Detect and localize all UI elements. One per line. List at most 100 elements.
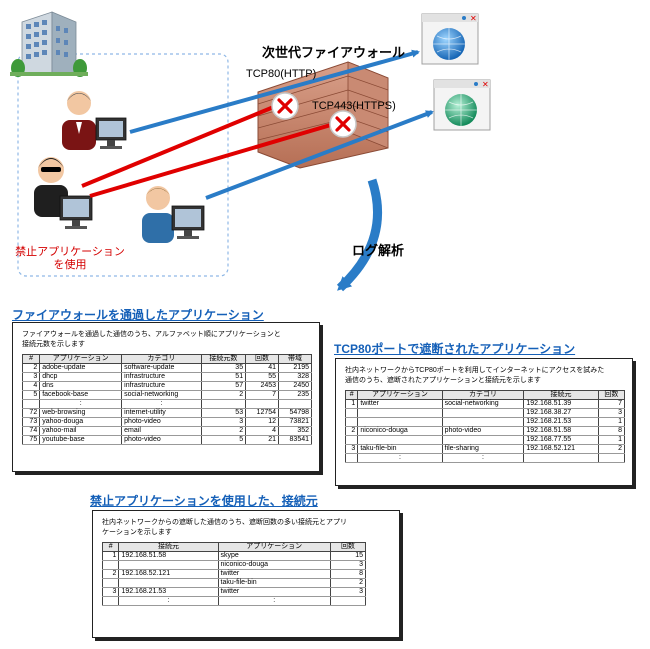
table-cell: 3	[200, 417, 247, 427]
table-cell: 7	[245, 390, 280, 400]
table-cell	[329, 596, 367, 606]
table-cell: yahoo-mail	[39, 426, 123, 436]
table-cell: 8	[597, 426, 626, 436]
prohibited-app-label-line1: 禁止アプリケーション	[15, 246, 125, 258]
table-cell	[523, 453, 599, 463]
table-cell: 35	[200, 363, 247, 373]
table-cell: 192.168.51.58	[523, 426, 599, 436]
column-header: アプリケーション	[39, 354, 123, 364]
table-cell	[278, 399, 312, 409]
table-cell: :	[217, 596, 331, 606]
table-cell: dhcp	[39, 372, 123, 382]
column-header: 回数	[329, 542, 367, 552]
table-cell: photo-video	[121, 435, 202, 445]
table-cell: 2453	[245, 381, 280, 391]
table-cell: 3	[344, 444, 359, 454]
blocked-traffic-arrow	[89, 122, 335, 198]
ngfw-label: 次世代ファイアウォール	[262, 45, 406, 60]
passed-apps-description: ファイアウォールを通過した通信のうち、アルファベット順にアプリケーションと 接続…	[13, 323, 319, 354]
table-cell: 21	[245, 435, 280, 445]
table-cell: 3	[329, 587, 367, 597]
table-cell	[344, 453, 359, 463]
column-header: #	[21, 354, 41, 364]
column-header: アプリケーション	[357, 390, 443, 400]
table-cell: software-update	[121, 363, 202, 373]
table-cell: 8	[329, 569, 367, 579]
passed-desc-line1: ファイアウォールを通過した通信のうち、アルファベット順にアプリケーションと	[22, 331, 281, 338]
computer-icon	[59, 195, 93, 229]
table-cell	[441, 435, 525, 445]
table-cell: 57	[200, 381, 247, 391]
table-cell: yahoo-douga	[39, 417, 123, 427]
user-icon	[34, 157, 68, 217]
table-cell: 74	[21, 426, 41, 436]
table-cell: skype	[217, 551, 331, 561]
table-cell: 192.168.51.39	[523, 399, 599, 409]
table-cell: 192.168.52.121	[118, 569, 219, 579]
office-network-boundary	[17, 53, 229, 277]
table-cell: 12754	[245, 408, 280, 418]
table-cell: 2	[200, 426, 247, 436]
table-cell: 75	[21, 435, 41, 445]
blocked80-card: 社内ネットワークからTCP80ポートを利用してインターネットにアクセスを試みた …	[335, 358, 633, 486]
table-cell: 4	[245, 426, 280, 436]
table-cell: 2450	[278, 381, 312, 391]
table-cell: twitter	[357, 399, 443, 409]
table-cell: 3	[21, 372, 41, 382]
table-cell	[344, 408, 359, 418]
prohibited-sources-card: 社内ネットワークからの遮断した通信のうち、遮断回数の多い接続元とアプリ ケーショ…	[92, 510, 400, 638]
table-cell: 328	[278, 372, 312, 382]
column-header: 接続元	[523, 390, 599, 400]
table-cell: 1	[344, 399, 359, 409]
prohibited-desc-line1: 社内ネットワークからの遮断した通信のうち、遮断回数の多い接続元とアプリ	[102, 519, 347, 526]
user-icon	[62, 91, 96, 150]
column-header: #	[344, 390, 359, 400]
table-row: ::	[101, 596, 367, 606]
passed-apps-title: ファイアウォールを通過したアプリケーション	[12, 308, 264, 322]
allowed-traffic-arrow	[205, 110, 434, 200]
user-icon	[142, 186, 174, 243]
table-cell: 192.168.77.55	[523, 435, 599, 445]
table-cell	[441, 408, 525, 418]
passed-desc-line2: 接続元数を示します	[22, 341, 85, 348]
table-cell: 2	[329, 578, 367, 588]
blocked-x-icon	[329, 110, 357, 138]
table-cell: 192.168.21.53	[523, 417, 599, 427]
table-cell	[101, 596, 120, 606]
table-cell: 192.168.38.27	[523, 408, 599, 418]
table-cell: photo-video	[121, 417, 202, 427]
curved-arrow-icon	[336, 178, 382, 292]
table-cell	[118, 560, 219, 570]
table-cell: 55	[245, 372, 280, 382]
table-cell: :	[121, 399, 202, 409]
table-cell: adobe-update	[39, 363, 123, 373]
table-cell: social-networking	[121, 390, 202, 400]
table-cell: 192.168.51.58	[118, 551, 219, 561]
column-header: アプリケーション	[217, 542, 331, 552]
table-cell: niconico-douga	[357, 426, 443, 436]
svg-text:✕: ✕	[470, 14, 477, 23]
table-cell: 5	[21, 390, 41, 400]
table-row: ::	[21, 399, 312, 409]
table-cell	[357, 417, 443, 427]
table-cell: 5	[200, 435, 247, 445]
allowed-traffic-arrow	[129, 49, 420, 134]
table-cell	[357, 408, 443, 418]
table-cell: taku-file-bin	[217, 578, 331, 588]
computer-icon	[95, 117, 127, 149]
tcp80-label: TCP80(HTTP)	[246, 68, 317, 80]
table-cell: 2195	[278, 363, 312, 373]
